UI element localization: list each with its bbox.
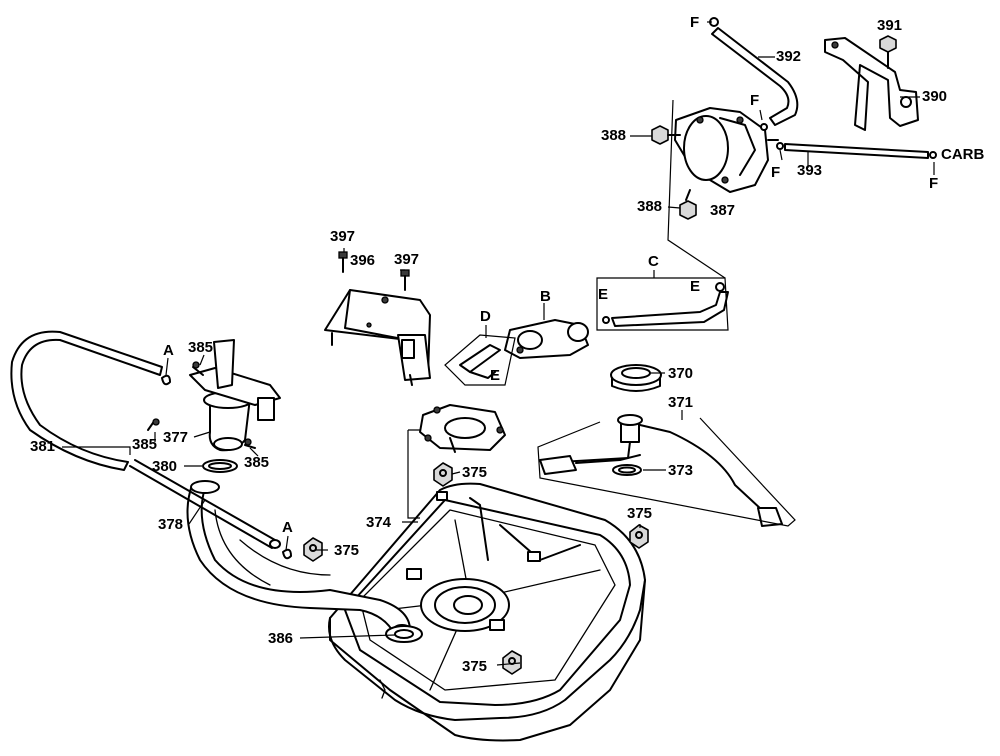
callout-F-carb: F (929, 175, 939, 192)
part-label-392: 392 (776, 48, 802, 65)
part-label-385-left: 385 (132, 436, 158, 453)
part-label-397-left: 397 (330, 228, 356, 245)
fuel-tank (328, 482, 646, 742)
callout-D: D (480, 308, 491, 325)
part-label-378: 378 (158, 516, 184, 533)
screw (338, 251, 410, 291)
screw-385 (147, 361, 256, 449)
group-box-C (596, 277, 729, 331)
callout-F-left: F (771, 164, 781, 181)
part-label-375-bottom: 375 (462, 658, 488, 675)
callout-F-top: F (690, 14, 700, 31)
callout-A-lower: A (282, 519, 293, 536)
flange-nut (303, 462, 649, 675)
part-label-391: 391 (877, 17, 903, 34)
pump-screw (651, 125, 697, 220)
part-label-387: 387 (710, 202, 736, 219)
part-label-371: 371 (668, 394, 694, 411)
part-label-374: 374 (366, 514, 392, 531)
fuel-pump-in-line (504, 319, 589, 359)
callout-F-mid: F (750, 92, 760, 109)
part-label-396: 396 (350, 252, 376, 269)
filler-neck-hose (186, 480, 413, 640)
group-box-D (444, 334, 516, 386)
hose-clamp (202, 459, 238, 473)
part-label-388-bottom: 388 (637, 198, 663, 215)
grommet (385, 625, 423, 643)
fuel-hose-D (459, 344, 501, 379)
pump-leader (667, 99, 726, 279)
fuel-pump (674, 107, 779, 193)
part-label-385-top: 385 (188, 339, 214, 356)
fuel-line-to-carb (776, 142, 937, 159)
part-label-375-right: 375 (627, 505, 653, 522)
pump-bracket (324, 289, 431, 386)
group-box-371 (537, 417, 796, 527)
callout-A-upper: A (163, 342, 174, 359)
hose-clip (161, 374, 292, 560)
part-label-386: 386 (268, 630, 294, 647)
part-label-370: 370 (668, 365, 694, 382)
part-label-377: 377 (163, 429, 189, 446)
tank-gasket (610, 364, 662, 392)
part-label-390: 390 (922, 88, 948, 105)
part-label-393: 393 (797, 162, 823, 179)
part-label-375-center: 375 (462, 464, 488, 481)
part-label-373: 373 (668, 462, 694, 479)
part-label-381: 381 (30, 438, 56, 455)
carb-label: CARB (941, 146, 985, 163)
part-label-397-right: 397 (394, 251, 420, 268)
callout-B: B (540, 288, 551, 305)
part-label-385-right: 385 (244, 454, 270, 471)
pump-mounting-bracket (824, 37, 919, 131)
fuel-level-sender (539, 414, 783, 527)
part-label-388-top: 388 (601, 127, 627, 144)
tank-mounting-plate (419, 404, 506, 453)
part-label-380: 380 (152, 458, 178, 475)
leader-lines (62, 21, 935, 666)
callout-E-hose-C-left: E (598, 286, 609, 303)
filler-neck (189, 339, 281, 452)
callout-C: C (648, 253, 659, 270)
sender-gasket (612, 464, 642, 476)
callout-E-hose-C-right: E (690, 278, 701, 295)
fuel-hose-C (602, 282, 729, 327)
part-label-375-left: 375 (334, 542, 360, 559)
callout-E-hose-D: E (490, 367, 501, 384)
bolt (879, 35, 897, 69)
